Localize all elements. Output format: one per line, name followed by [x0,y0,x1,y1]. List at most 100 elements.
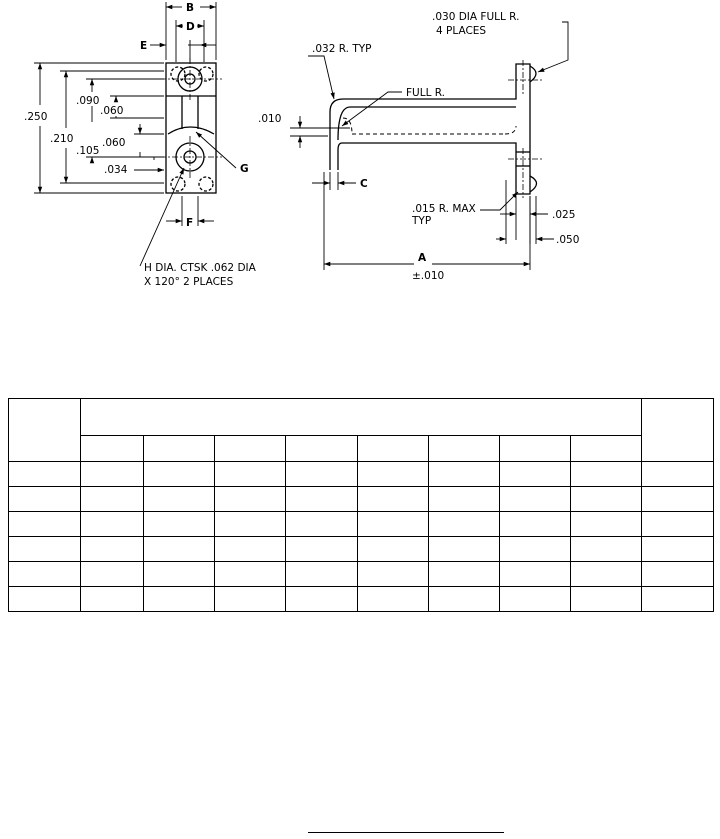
table-cell [428,511,500,537]
table-row [8,561,714,587]
label-G: G [240,163,249,175]
table-cell [8,561,81,587]
lower-right-hidden-hole [198,176,214,192]
table-header-cell [8,398,81,462]
label-A: A [418,252,427,264]
web-bottom-arc [167,126,215,135]
table-cell [357,561,429,587]
lower-left-hidden-hole [170,176,186,192]
note-h-line1: H DIA. CTSK .062 DIA [144,262,257,274]
table-subheader-cell [214,435,286,462]
table-cell [214,511,286,537]
table-cell [428,486,500,512]
table-cell [8,536,81,562]
right-view [329,60,542,198]
table-cell [214,486,286,512]
label-E: E [140,40,147,52]
table-cell [214,461,286,487]
table-cell [8,486,81,512]
footer-rule [308,832,504,833]
table-cell [499,536,571,562]
bottom-bump [529,175,538,193]
label-060-top: .060 [100,105,123,117]
table-cell [80,586,144,612]
table-subheader-cell [428,435,500,462]
label-F: F [186,217,193,229]
label-030-dia-line2: 4 PLACES [436,25,486,37]
table-subheader-cell [80,435,144,462]
table-subheader-cell [357,435,429,462]
table-cell [285,561,358,587]
label-B: B [186,2,194,14]
table-cell [499,486,571,512]
table-cell [285,461,358,487]
label-tolerance: ±.010 [412,270,444,282]
table-cell [428,461,500,487]
table-cell [285,486,358,512]
right-view-labels: .032 R. TYP FULL R. .030 DIA FULL R. 4 P… [258,11,579,282]
table-cell [143,511,215,537]
table-cell [428,536,500,562]
table-cell [641,561,714,587]
left-view-labels: B D E .250 .210 .090 .060 .105 .060 .034… [24,2,257,288]
label-210: .210 [50,133,73,145]
table-cell [357,486,429,512]
table-cell [641,461,714,487]
table-cell [214,561,286,587]
table-body [8,461,714,612]
label-025: .025 [552,209,575,221]
left-view-dimensions [34,2,237,267]
table-cell [80,561,144,587]
table-cell [143,486,215,512]
table-cell [570,586,642,612]
table-cell [641,486,714,512]
right-view-dimensions [290,21,569,270]
label-034: .034 [104,164,128,176]
table-subheader-cell [499,435,571,462]
table-cell [570,511,642,537]
arm-inner-edge [337,106,516,141]
table-cell [143,536,215,562]
table-cell [285,536,358,562]
table-row [8,486,714,512]
spec-table [8,397,714,612]
table-cell [357,461,429,487]
table-cell [570,461,642,487]
table-cell [570,561,642,587]
table-cell [570,486,642,512]
left-body-outline [165,62,217,194]
top-bump [529,65,537,83]
table-header-cell [80,397,642,437]
table-cell [641,511,714,537]
note-h-line2: X 120° 2 PLACES [144,276,234,288]
table-cell [8,461,81,487]
table-header-cell [641,398,714,462]
label-050: .050 [556,234,579,246]
label-010: .010 [258,113,281,125]
table-cell [357,511,429,537]
table-cell [143,561,215,587]
table-cell [285,586,358,612]
label-015-r-max-line1: .015 R. MAX [412,203,476,215]
table-cell [357,586,429,612]
left-view [160,58,222,194]
label-full-r: FULL R. [406,87,445,99]
label-C: C [360,178,368,190]
label-060-bottom: .060 [102,137,125,149]
table-cell [214,536,286,562]
table-cell [214,586,286,612]
table-cell [570,536,642,562]
table-cell [499,586,571,612]
upper-left-hidden-hole [170,66,186,82]
table-cell [80,511,144,537]
table-cell [143,461,215,487]
table-cell [80,461,144,487]
table-cell [8,511,81,537]
table-cell [80,536,144,562]
table-cell [641,536,714,562]
table-row [8,461,714,487]
table-row [8,536,714,562]
label-015-r-max-line2: TYP [411,215,431,227]
label-090: .090 [76,95,99,107]
table-cell [8,586,81,612]
